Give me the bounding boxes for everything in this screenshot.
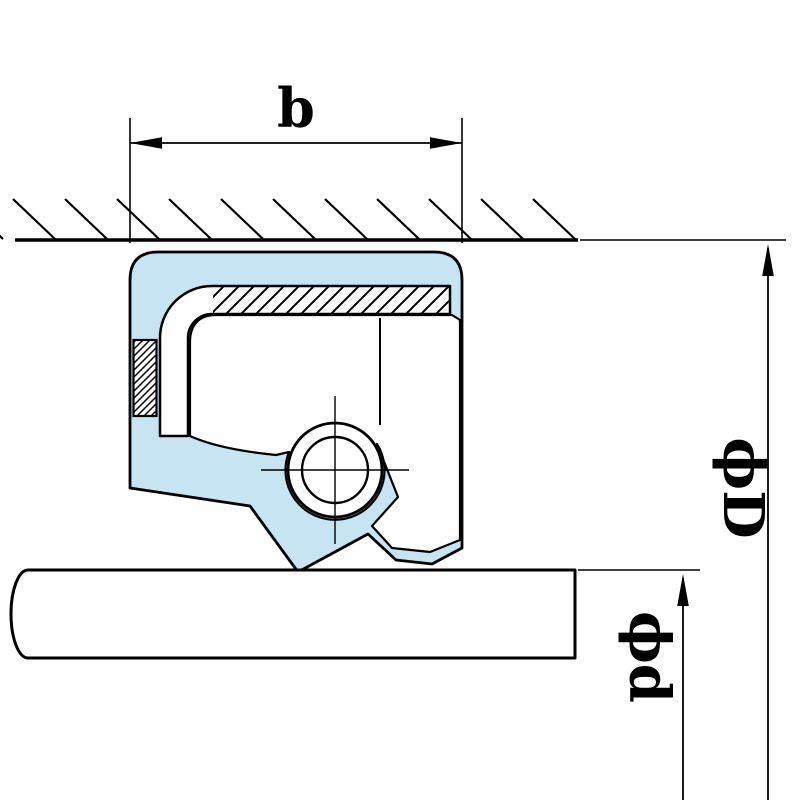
oil-seal-section (128, 250, 464, 574)
case-flange-hatching (132, 338, 158, 418)
garter-spring (261, 396, 409, 544)
hatch-mark (480, 198, 524, 240)
arrowhead-inner-diameter (677, 574, 689, 606)
hatch-mark (64, 198, 108, 240)
label-outer-diameter: ϕD (710, 437, 776, 538)
hatch-mark (220, 198, 264, 240)
housing-hatch-marks (0, 198, 576, 240)
hatch-mark (12, 198, 56, 240)
arrowhead-outer-diameter (762, 244, 774, 276)
metal-case-hatching (213, 287, 449, 313)
dimension-outer-diameter: ϕD (580, 239, 786, 800)
label-b: b (277, 76, 315, 140)
hatch-mark (428, 198, 472, 240)
hatch-mark (376, 198, 420, 240)
hatch-mark (168, 198, 212, 240)
shaft (9, 568, 577, 660)
label-inner-diameter: ϕd (616, 611, 682, 703)
hatch-mark (272, 198, 316, 240)
arrowhead-right (430, 137, 462, 149)
hatch-mark (324, 198, 368, 240)
housing-surface (0, 198, 578, 242)
dimension-inner-diameter: ϕd (578, 569, 700, 800)
hatch-mark (116, 198, 160, 240)
shaft-body (9, 568, 577, 660)
dimension-b: b (129, 76, 463, 243)
hatch-mark (532, 198, 576, 240)
arrowhead-left (130, 137, 162, 149)
